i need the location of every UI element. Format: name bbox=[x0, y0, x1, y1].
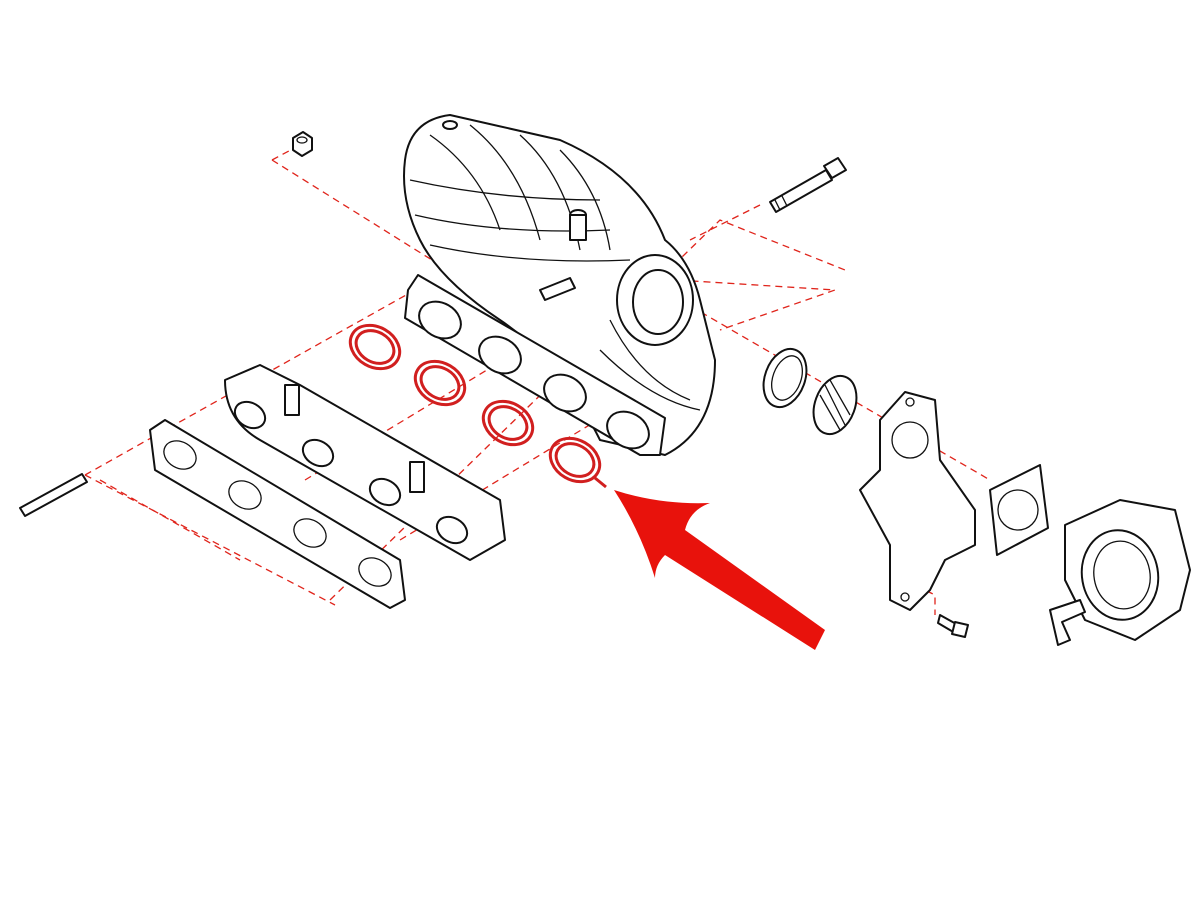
mesh-screen-icon bbox=[812, 374, 858, 436]
manifold-spacer-icon bbox=[224, 364, 506, 561]
seal-ring-icon bbox=[762, 347, 808, 409]
manifold-flange bbox=[404, 274, 666, 456]
small-bolt-icon bbox=[937, 614, 969, 638]
intake-manifold-icon bbox=[403, 114, 716, 456]
arrow-icon bbox=[614, 490, 825, 650]
throttle-body-icon bbox=[1049, 499, 1191, 646]
bracket-icon bbox=[859, 391, 976, 611]
bolt-icon bbox=[769, 157, 847, 213]
stud-icon bbox=[19, 473, 88, 517]
nut-icon bbox=[292, 131, 313, 157]
lower-gasket-icon bbox=[149, 419, 406, 609]
throttle-gasket-icon bbox=[989, 464, 1049, 556]
gasket-icon bbox=[348, 323, 607, 489]
